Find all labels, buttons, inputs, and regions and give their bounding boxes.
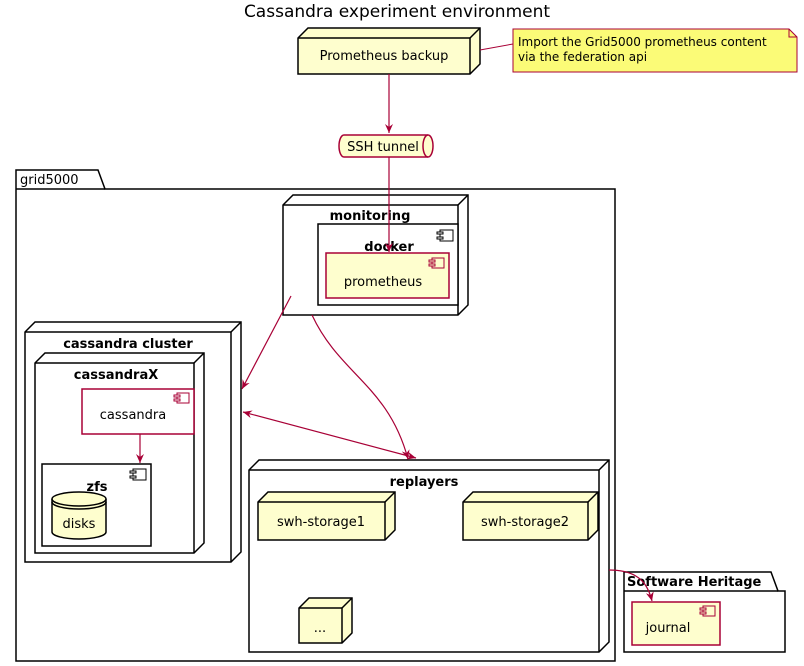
prometheus-backup-node: Prometheus backup [297,27,481,75]
prometheus-backup-label: Prometheus backup [320,49,449,64]
prometheus-component: prometheus [325,252,450,299]
swh-storage1-node: swh-storage1 [257,491,396,541]
disks-database: disks [51,491,107,540]
arrow-monitoring-to-replayers [311,314,410,460]
disks-label: disks [63,517,96,532]
swh-storage2-node: swh-storage2 [462,491,599,541]
software-heritage-label: Software Heritage [627,575,762,590]
monitoring-label: monitoring [330,209,411,224]
arrow-cluster-replayers-bidirectional [242,410,417,460]
component-icon [428,257,445,269]
zfs-label: zfs [87,480,108,495]
ssh-tunnel-queue: SSH tunnel [338,134,434,158]
component-icon [699,605,716,617]
swh-storage2-label: swh-storage2 [481,515,569,530]
grid5000-label: grid5000 [20,173,79,188]
cassandraX-label: cassandraX [74,368,159,383]
journal-label: journal [645,621,691,636]
replayers-label: replayers [390,475,459,490]
journal-component: journal [631,601,721,646]
component-icon [173,392,190,404]
swh-storage1-label: swh-storage1 [277,515,365,530]
arrow-replayers-to-journal [608,569,654,602]
diagram-title: Cassandra experiment environment [244,2,550,22]
software-heritage-package: Software Heritage [623,571,786,653]
more-replayers-label: ... [314,621,326,636]
component-icon [436,229,454,242]
grid5000-package: grid5000 [15,169,616,662]
ssh-tunnel-label: SSH tunnel [347,140,419,155]
cassandra-label: cassandra [100,408,166,423]
component-icon [129,468,147,481]
cassandra-cluster-label: cassandra cluster [63,337,193,352]
cassandra-component: cassandra [81,388,195,435]
note-line-1: Import the Grid5000 prometheus content [518,35,767,49]
note-line-2: via the federation api [518,50,647,64]
federation-note: Import the Grid5000 prometheus content v… [479,28,798,73]
arrow-monitoring-to-cassandra-cluster [241,295,292,390]
prometheus-label: prometheus [344,275,423,290]
more-replayers-node: ... [298,597,353,644]
